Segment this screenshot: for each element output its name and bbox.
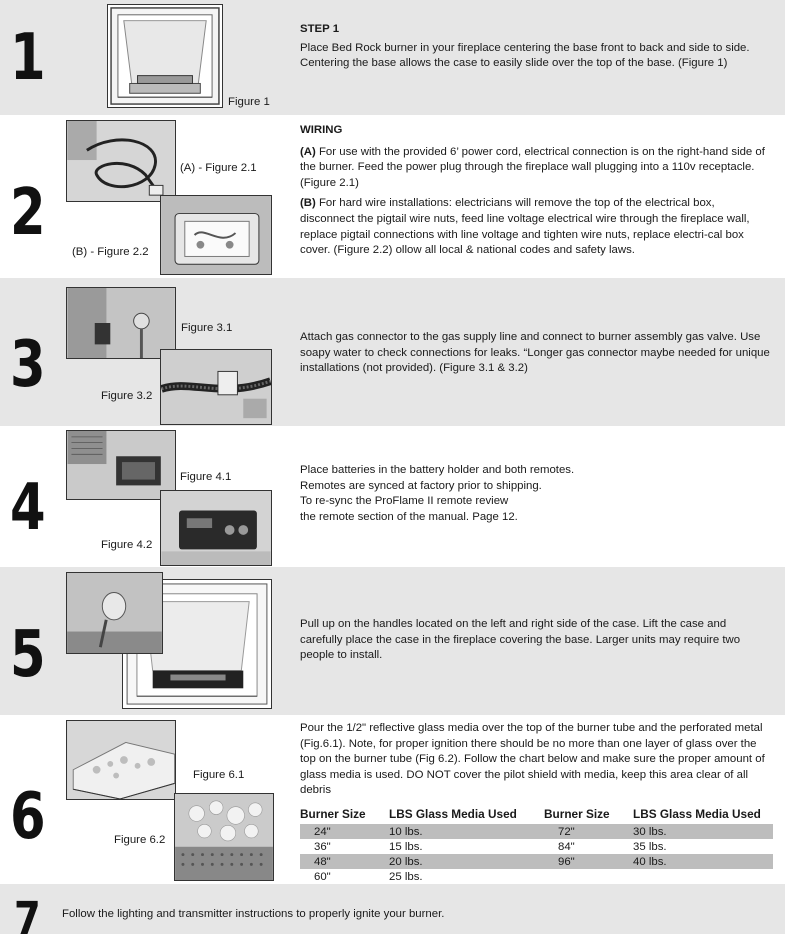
step-number: 6 xyxy=(10,780,46,854)
glass-media-table: Burner Size LBS Glass Media Used Burner … xyxy=(300,807,773,884)
table-cell: 20 lbs. xyxy=(389,854,544,869)
step-line: To re-sync the ProFlame II remote review xyxy=(300,495,509,508)
step-7-row: 7 Follow the lighting and transmitter in… xyxy=(0,884,785,934)
figure-caption: Figure 1 xyxy=(228,96,270,108)
table-cell: 36" xyxy=(314,840,331,853)
figure-caption: Figure 3.1 xyxy=(181,322,233,334)
gas-valve-figure-image xyxy=(160,349,272,425)
glass-media-figure-image xyxy=(66,720,176,800)
figure-caption: Figure 4.1 xyxy=(180,471,232,483)
step-number: 3 xyxy=(10,328,46,402)
table-header: Burner Size xyxy=(544,807,610,821)
table-cell: 30 lbs. xyxy=(633,824,773,839)
figure-caption: Figure 6.1 xyxy=(193,769,245,781)
wiring-option-a: (A) For use with the provided 6’ power c… xyxy=(300,145,765,189)
table-cell xyxy=(633,869,773,884)
step-heading: WIRING xyxy=(300,124,343,136)
table-cell xyxy=(544,869,633,884)
case-handle-figure-image xyxy=(66,572,163,654)
step-text: Pour the 1/2" reflective glass media ove… xyxy=(300,722,765,797)
step-number: 4 xyxy=(10,471,46,545)
step-3-row: 3 Figure 3.1 Figure 3.2 Attach gas conne… xyxy=(0,278,785,426)
table-cell: 96" xyxy=(544,854,633,869)
table-row: 48" 20 lbs. 96" 40 lbs. xyxy=(300,854,773,869)
step-line: Remotes are synced at factory prior to s… xyxy=(300,479,542,492)
fireplace-figure-image xyxy=(107,4,223,108)
step-text: Place Bed Rock burner in your fireplace … xyxy=(300,41,750,70)
step-number: 5 xyxy=(10,618,46,692)
table-cell: 24" xyxy=(300,824,389,839)
figure-caption: Figure 6.2 xyxy=(114,834,166,846)
figure-caption: Figure 4.2 xyxy=(101,539,153,551)
table-cell: 72" xyxy=(544,824,633,839)
gas-connector-figure-image xyxy=(66,287,176,359)
table-cell: 40 lbs. xyxy=(633,854,773,869)
step-line: Place batteries in the battery holder an… xyxy=(300,464,575,476)
step-text: Follow the lighting and transmitter inst… xyxy=(62,908,445,920)
power-cord-figure-image xyxy=(66,120,176,202)
step-line: the remote section of the manual. Page 1… xyxy=(300,510,518,523)
step-6-row: 6 Figure 6.1 xyxy=(0,715,785,884)
table-cell: 25 lbs. xyxy=(389,870,423,883)
table-cell: 10 lbs. xyxy=(389,824,544,839)
figure-caption: (A) - Figure 2.1 xyxy=(180,162,257,174)
battery-holder-figure-image xyxy=(66,430,176,500)
table-header-row: Burner Size LBS Glass Media Used Burner … xyxy=(300,807,773,824)
burner-tube-figure-image xyxy=(174,793,274,881)
wiring-option-b: (B) For hard wire installations: electri… xyxy=(300,197,750,257)
step-2-row: 2 (A) - Figure 2.1 (B) - Figure 2.2 WIRI… xyxy=(0,115,785,278)
table-cell: 15 lbs. xyxy=(389,840,423,853)
step-4-row: 4 Figure 4.1 Figure 4.2 Place batteries … xyxy=(0,426,785,567)
step-number: 2 xyxy=(10,176,46,250)
receiver-figure-image xyxy=(160,490,272,566)
step-text: Pull up on the handles located on the le… xyxy=(300,618,741,662)
table-cell: 48" xyxy=(300,854,389,869)
table-cell: 84" xyxy=(558,840,575,853)
step-5-row: 5 Pull up on the handles located on the … xyxy=(0,567,785,715)
step-number: 1 xyxy=(10,21,46,95)
step-number: 7 xyxy=(14,892,41,934)
step-heading: STEP 1 xyxy=(300,23,340,35)
step-text: Attach gas connector to the gas supply l… xyxy=(300,331,770,375)
electrical-box-figure-image xyxy=(160,195,272,275)
step-1-row: 1 Figure 1 STEP 1 Place Bed Rock burner … xyxy=(0,0,785,115)
table-header: LBS Glass Media Used xyxy=(633,807,761,821)
table-row: 24" 10 lbs. 72" 30 lbs. xyxy=(300,824,773,839)
figure-caption: Figure 3.2 xyxy=(101,390,153,402)
table-row: 60" 25 lbs. xyxy=(300,869,773,884)
table-header: LBS Glass Media Used xyxy=(389,807,517,821)
table-header: Burner Size xyxy=(300,807,366,821)
figure-caption: (B) - Figure 2.2 xyxy=(72,246,149,258)
table-cell: 60" xyxy=(314,870,331,883)
table-row: 36" 15 lbs. 84" 35 lbs. xyxy=(300,839,773,854)
table-cell: 35 lbs. xyxy=(633,840,667,853)
